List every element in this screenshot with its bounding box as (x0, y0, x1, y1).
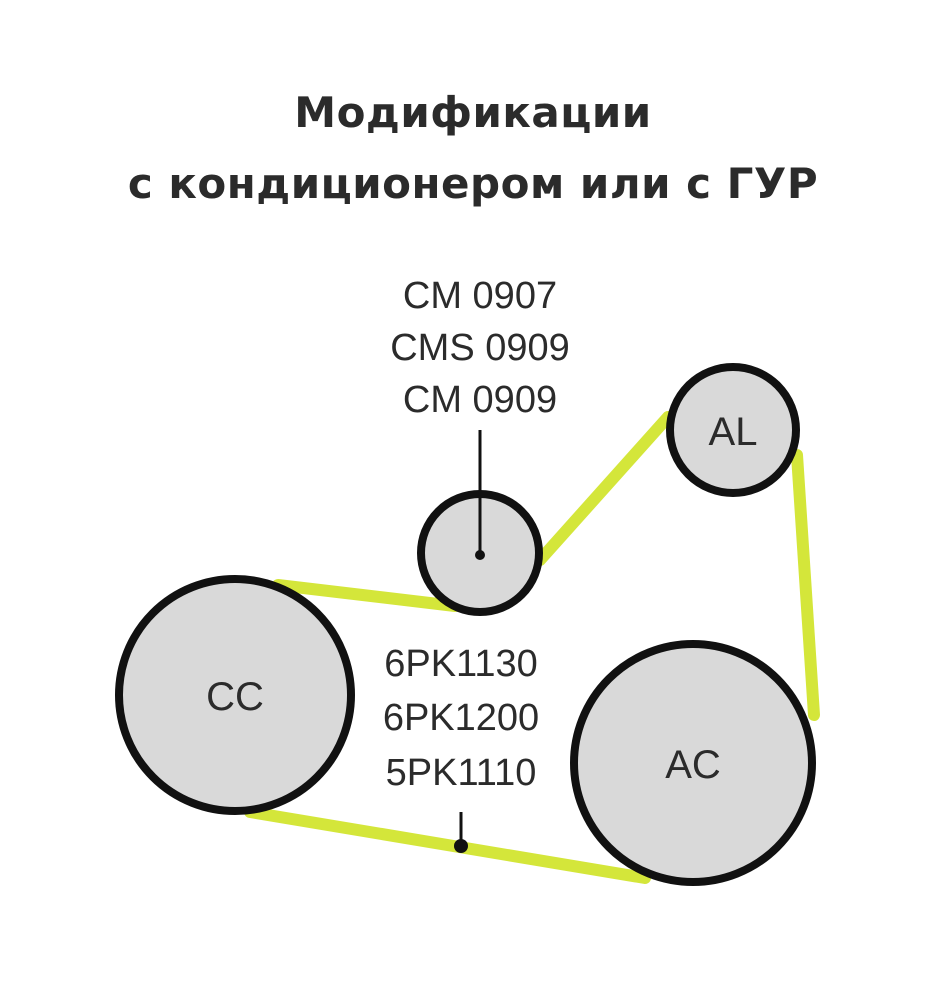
belt-codes: 6PK1130 6PK1200 5PK1110 (383, 643, 539, 794)
belt-code-1: 6PK1130 (384, 643, 538, 685)
belt-code-3: 5PK1110 (386, 752, 537, 794)
tensioner-code-2: CMS 0909 (390, 327, 570, 369)
title-line-1: Модификации (294, 88, 652, 137)
pulley-al-label: AL (709, 410, 758, 454)
title-line-2: с кондиционером или с ГУР (127, 159, 819, 208)
pulley-ac-label: AC (665, 743, 721, 787)
tensioner-center-dot (475, 550, 485, 560)
belt-code-2: 6PK1200 (383, 697, 539, 739)
pulley-al: AL (666, 363, 800, 497)
belt (244, 411, 820, 884)
tensioner-codes: CM 0907 CMS 0909 CM 0909 (390, 275, 570, 421)
pulley-ac: AC (570, 640, 816, 886)
tensioner-code-1: CM 0907 (403, 275, 557, 317)
belt-segment-cc-to-tensioner (272, 579, 461, 612)
belt-leader-dot (454, 839, 468, 853)
pulley-cc: CC (115, 575, 355, 815)
belt-segment-al-to-ac (791, 449, 820, 721)
belt-segment-ac-to-cc (244, 806, 651, 884)
tensioner-code-3: CM 0909 (403, 379, 557, 421)
belt-segment-tensioner-to-al (534, 411, 674, 566)
pulley-cc-label: CC (206, 675, 264, 719)
